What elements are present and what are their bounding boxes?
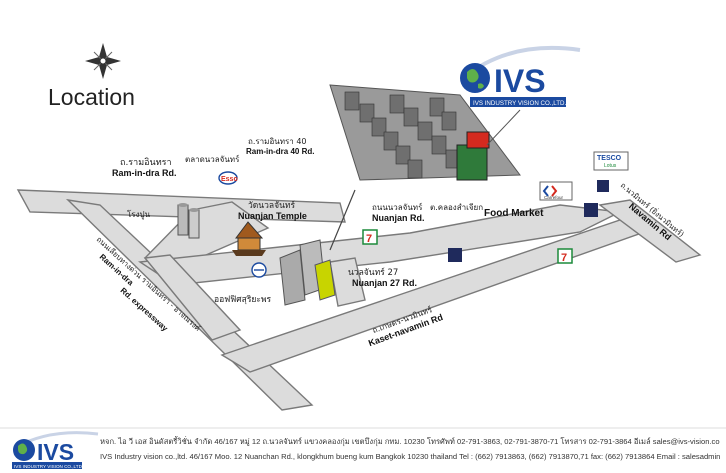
svg-text:TESCO: TESCO [597, 155, 622, 162]
label-temple-en: Nuanjan Temple [238, 211, 307, 221]
footer-contact: หจก. ไอ วี เอส อินดัสตรี้วิชั่น จำกัด 46… [100, 434, 720, 464]
brand-tagline: IVS INDUSTRY VISION CO.,LTD. [473, 100, 566, 107]
label-factory-th: โรงปูน [127, 209, 151, 220]
seven-eleven-icon: 7 [362, 229, 378, 245]
carrefour-icon: Carrefour [539, 181, 573, 201]
svg-text:IVS INDUSTRY VISION CO.,LTD.: IVS INDUSTRY VISION CO.,LTD. [14, 464, 83, 469]
label-food-market: Food Market [484, 208, 544, 219]
temple-icon [232, 221, 266, 256]
label-ramindra40-en: Ram-in-dra 40 Rd. [246, 147, 314, 156]
tesco-icon: TESCO Lotus [593, 151, 629, 171]
label-ramindra-en: Ram-in-dra Rd. [112, 168, 177, 178]
brand-name: IVS [494, 63, 546, 99]
factory-icon [177, 203, 200, 239]
svg-text:IVS: IVS [37, 439, 74, 465]
label-nuanjan27-th: นวลจันทร์ 27 [348, 267, 398, 278]
ivs-logo: IVS IVS INDUSTRY VISION CO.,LTD. [460, 46, 581, 107]
svg-text:Carrefour: Carrefour [544, 195, 564, 200]
landmark-marker-3 [597, 180, 609, 192]
roads [16, 189, 702, 411]
label-market-th: ตลาดนวลจันทร์ [185, 154, 240, 164]
label-ramindra-th: ถ.รามอินทรา [120, 157, 172, 168]
label-nuanjan27-en: Nuanjan 27 Rd. [352, 278, 417, 288]
label-ramindra40-th: ถ.รามอินทรา 40 [248, 137, 307, 146]
label-temple-th: วัดนวลจันทร์ [248, 200, 295, 211]
compass-icon [85, 43, 121, 79]
seven-eleven-icon: 7 [557, 248, 573, 264]
landmark-marker-1 [448, 248, 462, 262]
label-nuanjan-en: Nuanjan Rd. [372, 213, 425, 223]
svg-text:7: 7 [366, 233, 372, 245]
landmark-marker-2 [584, 203, 598, 217]
svg-text:Esso: Esso [221, 176, 238, 183]
esso-icon: Esso [218, 171, 238, 185]
svg-text:7: 7 [561, 252, 567, 264]
footer-line-english: IVS Industry vision co.,ltd. 46/167 Moo.… [100, 452, 720, 461]
page-title: Location [48, 84, 135, 110]
office-building [279, 239, 336, 306]
label-office-th: ออฟฟิศสุริยะพร [214, 295, 272, 305]
building-cluster [329, 84, 521, 181]
footer-line-thai: หจก. ไอ วี เอส อินดัสตรี้วิชั่น จำกัด 46… [100, 437, 720, 446]
label-cross-th: ต.คลองสำเจียก [430, 203, 483, 212]
ivs-footer-logo: IVS IVS INDUSTRY VISION CO.,LTD. [12, 431, 99, 469]
office-logo-icon [251, 262, 267, 278]
label-nuanjan-th: ถนนนวลจันทร์ [372, 202, 423, 212]
svg-text:Lotus: Lotus [604, 163, 617, 169]
